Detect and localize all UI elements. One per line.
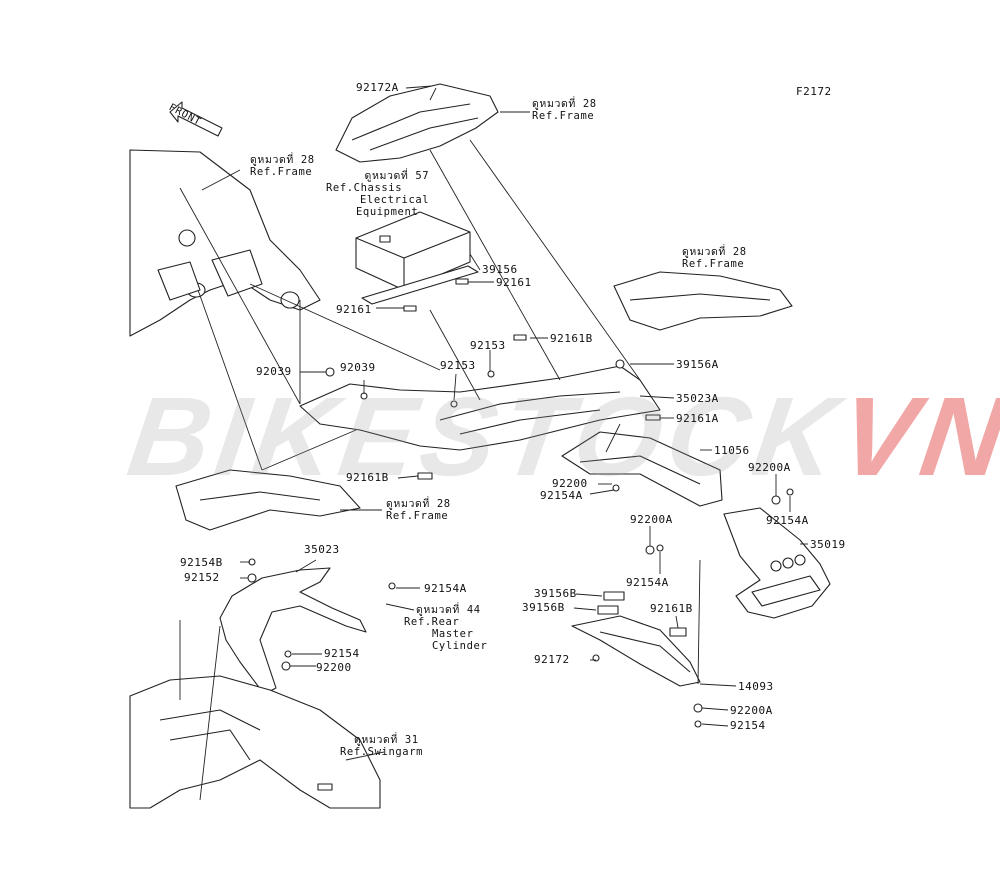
part-92172A[interactable]: 92172A	[356, 81, 399, 94]
part-92154A-mid[interactable]: 92154A	[540, 489, 583, 502]
part-92172[interactable]: 92172	[534, 653, 570, 666]
rear-frame-part	[129, 675, 381, 809]
part-92161B-top[interactable]: 92161B	[550, 332, 593, 345]
part-92161-left[interactable]: 92161	[336, 303, 372, 316]
ref-brake[interactable]: ดูหมวดที่ 44 Ref.Rear Master Cylinder	[404, 604, 487, 652]
part-92161A[interactable]: 92161A	[676, 412, 719, 425]
part-92161-right[interactable]: 92161	[496, 276, 532, 289]
grab-rail-part	[219, 567, 367, 695]
part-92161B-mid[interactable]: 92161B	[346, 471, 389, 484]
ref-brake-l1: ดูหมวดที่ 44	[416, 604, 481, 616]
part-92039-b[interactable]: 92039	[340, 361, 376, 374]
ref-swingarm-l2: Ref.Swingarm	[340, 746, 424, 758]
part-35023A[interactable]: 35023A	[676, 392, 719, 405]
ref-chassis-l4: Equipment	[356, 206, 419, 218]
part-39156B-b[interactable]: 39156B	[522, 601, 565, 614]
part-92200A-center[interactable]: 92200A	[630, 513, 673, 526]
plate-part	[571, 615, 701, 687]
watermark-main: BIKESTOCK	[121, 374, 851, 499]
ref-frame-left[interactable]: ดูหมวดที่ 28 Ref.Frame	[250, 154, 315, 178]
ref-chassis-l2: Ref.Chassis	[326, 182, 403, 194]
part-14093[interactable]: 14093	[738, 680, 774, 693]
part-92154A-left[interactable]: 92154A	[424, 582, 467, 595]
part-92154-left[interactable]: 92154	[324, 647, 360, 660]
battery-part	[355, 211, 471, 291]
part-92200-left[interactable]: 92200	[316, 661, 352, 674]
part-92154B[interactable]: 92154B	[180, 556, 223, 569]
watermark-accent: VN	[832, 374, 1000, 499]
ref-swingarm[interactable]: ดูหมวดที่ 31 Ref.Swingarm	[340, 734, 423, 758]
part-39156A[interactable]: 39156A	[676, 358, 719, 371]
part-35023[interactable]: 35023	[304, 543, 340, 556]
ref-frame-mid-l2: Ref.Frame	[386, 510, 449, 522]
ref-frame-left-l1: ดูหมวดที่ 28	[250, 154, 315, 166]
part-92161B-low[interactable]: 92161B	[650, 602, 693, 615]
part-35019[interactable]: 35019	[810, 538, 846, 551]
lower-frame-part	[175, 469, 361, 531]
pad-part	[361, 265, 479, 305]
ref-frame-left-l2: Ref.Frame	[250, 166, 313, 178]
ref-frame-top-l1: ดูหมวดที่ 28	[532, 98, 597, 110]
figure-code: F2172	[796, 85, 832, 98]
part-92039-a[interactable]: 92039	[256, 365, 292, 378]
ref-frame-top[interactable]: ดูหมวดที่ 28 Ref.Frame	[532, 98, 597, 122]
ref-brake-l2: Ref.Rear	[404, 616, 460, 628]
bracket-part	[561, 431, 723, 507]
ref-frame-mid-l1: ดูหมวดที่ 28	[386, 498, 451, 510]
ref-chassis[interactable]: ดูหมวดที่ 57 Ref.Chassis Electrical Equi…	[326, 170, 429, 218]
upper-cowl-part	[335, 83, 499, 163]
ref-swingarm-l1: ดูหมวดที่ 31	[354, 734, 419, 746]
undertray-part	[299, 365, 661, 451]
ref-frame-right-l2: Ref.Frame	[682, 258, 745, 270]
part-92200A-low[interactable]: 92200A	[730, 704, 773, 717]
part-92154A-center[interactable]: 92154A	[626, 576, 669, 589]
part-92153-b[interactable]: 92153	[440, 359, 476, 372]
part-92152[interactable]: 92152	[184, 571, 220, 584]
ref-brake-l3: Master	[432, 628, 474, 640]
ref-frame-top-l2: Ref.Frame	[532, 110, 595, 122]
ref-frame-mid[interactable]: ดูหมวดที่ 28 Ref.Frame	[386, 498, 451, 522]
part-92200A-right[interactable]: 92200A	[748, 461, 791, 474]
ref-frame-right[interactable]: ดูหมวดที่ 28 Ref.Frame	[682, 246, 747, 270]
part-92153-a[interactable]: 92153	[470, 339, 506, 352]
part-39156[interactable]: 39156	[482, 263, 518, 276]
part-92154A-right[interactable]: 92154A	[766, 514, 809, 527]
part-92154-low[interactable]: 92154	[730, 719, 766, 732]
ref-chassis-l3: Electrical	[360, 194, 430, 206]
ref-brake-l4: Cylinder	[432, 640, 488, 652]
ref-chassis-l1: ดูหมวดที่ 57	[364, 170, 430, 182]
part-11056[interactable]: 11056	[714, 444, 750, 457]
right-frame-part	[613, 271, 793, 331]
part-92200-mid[interactable]: 92200	[552, 477, 588, 490]
part-39156B-a[interactable]: 39156B	[534, 587, 577, 600]
front-arrow-icon	[169, 101, 223, 137]
ref-frame-right-l1: ดูหมวดที่ 28	[682, 246, 747, 258]
